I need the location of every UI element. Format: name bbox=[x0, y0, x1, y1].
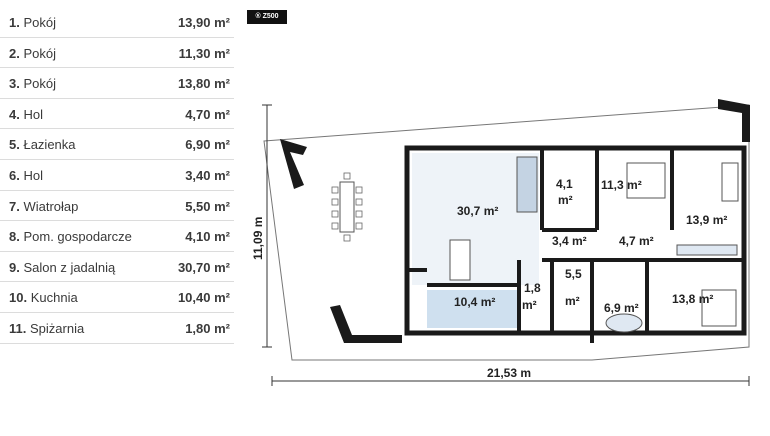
room-row: 2. Pokój 11,30 m² bbox=[0, 38, 234, 69]
room-name: 7. Wiatrołap bbox=[9, 198, 79, 214]
label-hol6: 3,4 m² bbox=[552, 234, 587, 248]
label-pom-gosp-a: 4,1 bbox=[556, 177, 573, 191]
dining-table bbox=[449, 239, 471, 281]
dimension-width: 21,53 m bbox=[487, 366, 531, 380]
terrace-wall-bottom-left bbox=[330, 305, 402, 343]
terrace-wall-right bbox=[718, 99, 750, 142]
floor-plan: 30,7 m² 4,1 m² 11,3 m² 13,9 m² 3,4 m² 4,… bbox=[252, 99, 750, 386]
room-area: 11,30 m² bbox=[178, 45, 230, 61]
label-lazienka: 6,9 m² bbox=[604, 301, 639, 315]
label-wiatrolap-b: m² bbox=[565, 294, 580, 308]
room-row: 6. Hol 3,40 m² bbox=[0, 160, 234, 191]
label-hol4: 4,7 m² bbox=[619, 234, 654, 248]
label-spizarnia-b: m² bbox=[522, 298, 537, 312]
room-table: 1. Pokój 13,90 m² 2. Pokój 11,30 m² 3. Pok… bbox=[0, 7, 234, 344]
label-salon: 30,7 m² bbox=[457, 204, 498, 218]
label-pokoj3: 13,8 m² bbox=[672, 292, 713, 306]
bedroom-furniture bbox=[626, 162, 739, 327]
label-wiatrolap-a: 5,5 bbox=[565, 267, 582, 281]
room-area: 5,50 m² bbox=[185, 198, 230, 214]
terrace-wall-left bbox=[280, 139, 307, 189]
room-name: 2. Pokój bbox=[9, 45, 56, 61]
room-row: 9. Salon z jadalnią 30,70 m² bbox=[0, 252, 234, 283]
room-area: 4,70 m² bbox=[185, 106, 230, 122]
room-name: 8. Pom. gospodarcze bbox=[9, 229, 132, 245]
room-row: 3. Pokój 13,80 m² bbox=[0, 68, 234, 99]
label-pokoj2: 11,3 m² bbox=[601, 178, 642, 192]
room-area: 4,10 m² bbox=[185, 229, 230, 245]
label-pokoj1: 13,9 m² bbox=[686, 213, 727, 227]
room-name: 5. Łazienka bbox=[9, 137, 76, 153]
room-area: 13,90 m² bbox=[177, 15, 230, 30]
room-area: 10,40 m² bbox=[177, 290, 230, 306]
room-name: 1. Pokój bbox=[9, 15, 56, 30]
room-row: 7. Wiatrołap 5,50 m² bbox=[0, 191, 234, 222]
interior-walls bbox=[407, 148, 744, 343]
dimension-lines bbox=[262, 104, 750, 386]
dimension-depth: 11,09 m bbox=[252, 217, 265, 260]
room-area: 30,70 m² bbox=[177, 259, 230, 275]
room-row: 1. Pokój 13,90 m² bbox=[0, 7, 234, 38]
room-name: 10. Kuchnia bbox=[9, 290, 78, 306]
label-kuchnia: 10,4 m² bbox=[454, 295, 495, 309]
label-pom-gosp-b: m² bbox=[558, 193, 573, 207]
terrace-chairs bbox=[331, 172, 363, 242]
label-spizarnia-a: 1,8 bbox=[524, 281, 541, 295]
room-name: 11. Spiżarnia bbox=[9, 320, 85, 336]
room-name: 4. Hol bbox=[9, 106, 43, 122]
room-area: 13,80 m² bbox=[177, 76, 230, 92]
kitchen-floor bbox=[427, 290, 519, 328]
room-name: 6. Hol bbox=[9, 167, 43, 183]
room-row: 8. Pom. gospodarcze 4,10 m² bbox=[0, 221, 234, 252]
room-area: 3,40 m² bbox=[185, 167, 230, 183]
room-row: 10. Kuchnia 10,40 m² bbox=[0, 282, 234, 313]
terrace-table bbox=[339, 181, 355, 233]
room-name: 3. Pokój bbox=[9, 76, 56, 92]
brand-badge: ® Z500 bbox=[247, 10, 287, 24]
sofa bbox=[516, 156, 538, 213]
room-row: 5. Łazienka 6,90 m² bbox=[0, 129, 234, 160]
bathtub bbox=[605, 313, 643, 333]
room-row: 4. Hol 4,70 m² bbox=[0, 99, 234, 130]
room-row: 11. Spiżarnia 1,80 m² bbox=[0, 313, 234, 344]
room-area: 1,80 m² bbox=[185, 320, 230, 336]
room-area: 6,90 m² bbox=[185, 137, 230, 153]
room-name: 9. Salon z jadalnią bbox=[9, 259, 116, 275]
